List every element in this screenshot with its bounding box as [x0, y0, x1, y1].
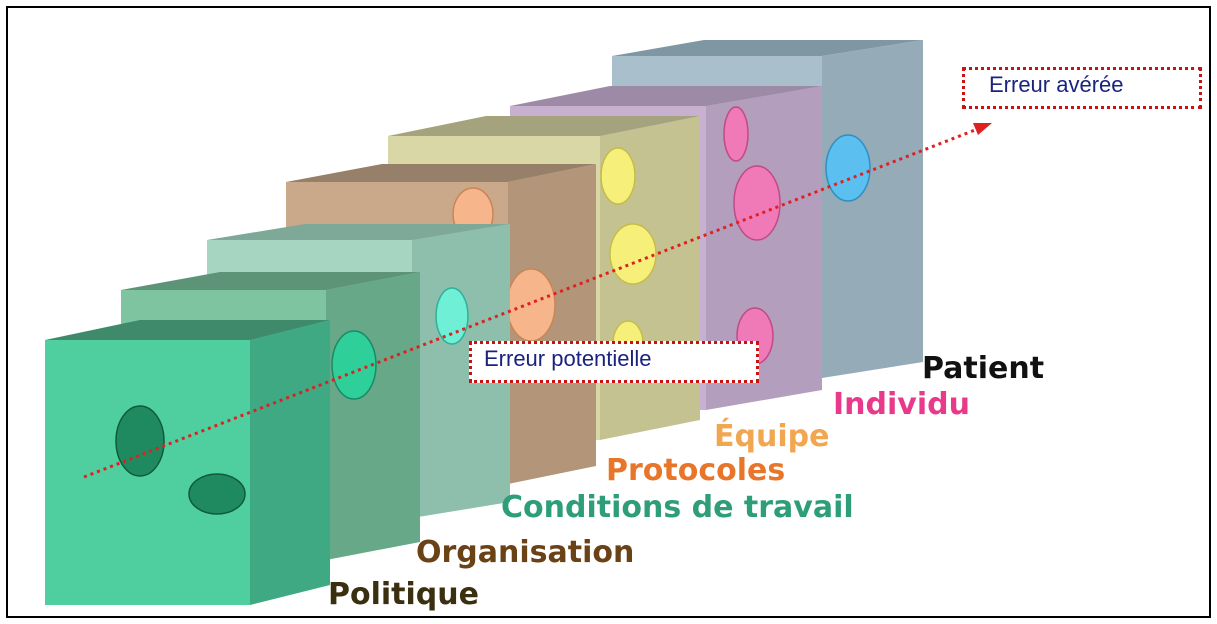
layer-organisation-side [326, 272, 420, 560]
label-politique: Politique [328, 577, 479, 612]
hole [115, 405, 165, 477]
layer-organisation-top [121, 272, 420, 290]
hole [435, 287, 469, 345]
label-conditions: Conditions de travail [501, 490, 854, 525]
layer-equipe-top [388, 116, 700, 136]
layer-politique [45, 320, 330, 605]
error-trajectory-arrowhead [973, 123, 992, 135]
label-patient: Patient [922, 351, 1044, 386]
layer-politique-top [45, 320, 330, 340]
label-protocoles: Protocoles [606, 453, 785, 488]
hole [506, 268, 556, 342]
label-equipe: Équipe [714, 418, 829, 454]
layer-patient-side [822, 40, 923, 378]
hole [609, 223, 657, 285]
layer-politique-side [250, 320, 330, 605]
hole [733, 165, 781, 241]
hole [331, 330, 377, 400]
actual-error-label: Erreur avérée [989, 72, 1124, 97]
layer-patient-top [612, 40, 923, 56]
error-trajectory-line [83, 128, 976, 479]
hole [723, 106, 749, 162]
layer-conditions-top [207, 224, 510, 240]
hole [188, 473, 246, 515]
label-individu: Individu [833, 387, 970, 422]
potential-error-label: Erreur potentielle [484, 346, 652, 371]
label-organisation: Organisation [416, 535, 634, 570]
actual-error-callout: Erreur avérée [962, 67, 1202, 109]
layer-individu-top [510, 86, 822, 106]
layer-individu-side [706, 86, 822, 410]
hole [600, 147, 636, 205]
layer-conditions-side [412, 224, 510, 518]
potential-error-callout: Erreur potentielle [469, 341, 759, 383]
layer-protocoles-top [286, 164, 596, 182]
hole [825, 134, 871, 202]
